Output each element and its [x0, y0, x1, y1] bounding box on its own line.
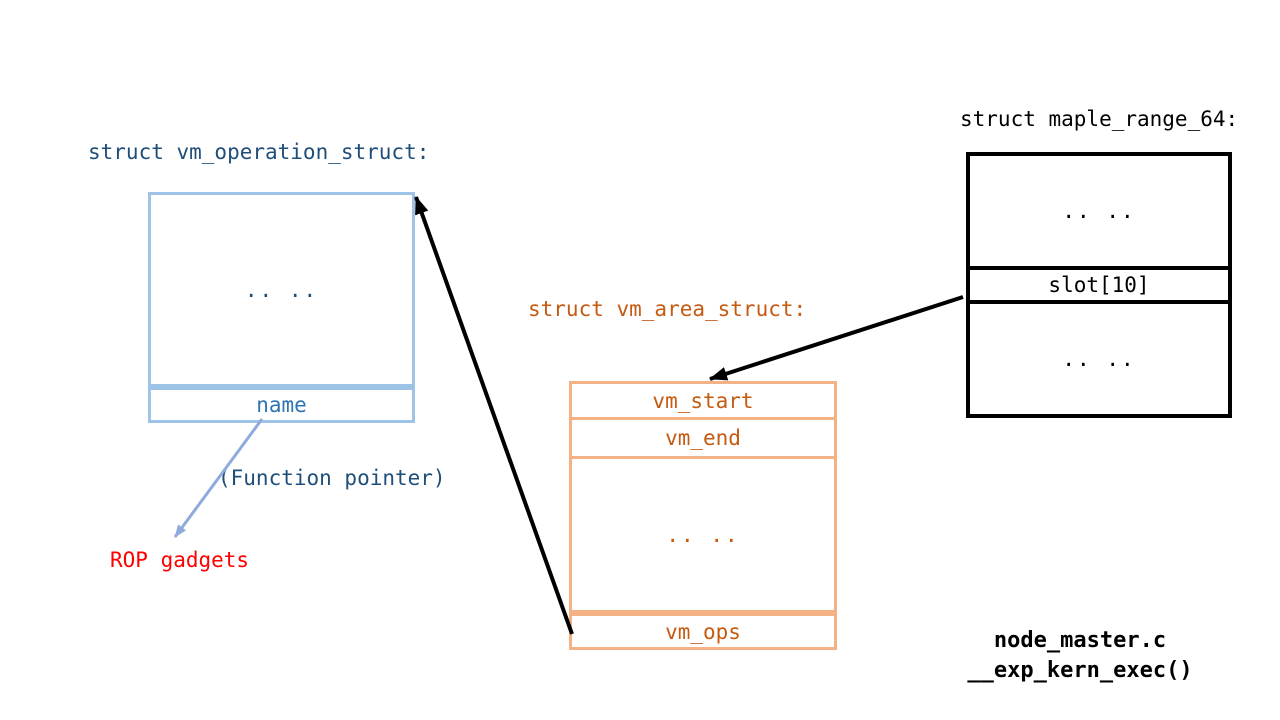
- arrow-vm-ops-to-vm-operation-struct: [414, 196, 574, 635]
- maple-range-slot10-cell: slot[10]: [970, 266, 1228, 304]
- vm-area-vm-ops-cell: vm_ops: [572, 610, 834, 647]
- maple-range-dots-bottom-cell: .. ..: [1062, 347, 1136, 371]
- vm-operation-struct-dots-cell: .. ..: [244, 277, 319, 302]
- maple-range-dots-top-cell: .. ..: [1062, 199, 1136, 223]
- rop-gadgets-label: ROP gadgets: [110, 548, 250, 572]
- vm-area-vm-end-cell: vm_end: [572, 420, 834, 459]
- vm-operation-struct-title: struct vm_operation_struct:: [88, 140, 430, 164]
- source-reference: node_master.c __exp_kern_exec(): [930, 626, 1230, 686]
- vm-area-struct-title: struct vm_area_struct:: [528, 297, 807, 321]
- vm-operation-struct-name-cell: name: [151, 384, 412, 420]
- source-reference-line2: __exp_kern_exec(): [967, 658, 1193, 683]
- vm-area-vm-start-cell: vm_start: [572, 384, 834, 420]
- vm-operation-struct-box: .. .. name: [148, 192, 415, 423]
- vm-area-dots-cell: .. ..: [666, 522, 740, 547]
- vm-area-struct-box: vm_start vm_end .. .. vm_ops: [569, 381, 837, 650]
- source-reference-line1: node_master.c: [993, 628, 1167, 653]
- function-pointer-note: (Function pointer): [218, 466, 446, 490]
- maple-range-64-title: struct maple_range_64:: [960, 107, 1239, 131]
- maple-range-64-box: .. .. slot[10] .. ..: [966, 152, 1232, 418]
